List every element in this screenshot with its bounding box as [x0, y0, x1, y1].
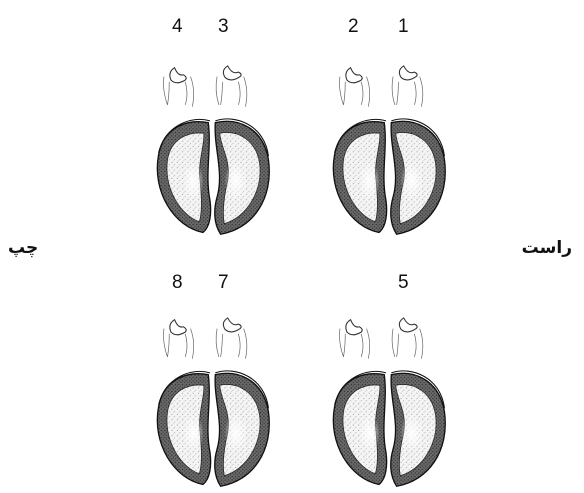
hoof-number-8: 8	[172, 273, 183, 292]
hoof-number-7: 7	[218, 273, 229, 292]
hoof-illustration	[130, 50, 290, 236]
hoof-number-2: 2	[348, 17, 359, 36]
hoof-number-4: 4	[172, 17, 183, 36]
hoof-illustration	[130, 302, 290, 488]
hoof-pair-2-1	[306, 50, 466, 236]
hoof-pair-8-7	[130, 302, 290, 488]
hoof-pair-4-3	[130, 50, 290, 236]
right-side-label: راست	[522, 240, 572, 257]
hoof-number-5: 5	[398, 273, 409, 292]
hoof-number-3: 3	[218, 17, 229, 36]
hoof-pair-5	[306, 302, 466, 488]
left-side-label: چپ	[8, 240, 38, 257]
hoof-number-1: 1	[398, 17, 409, 36]
hoof-illustration	[306, 302, 466, 488]
hoof-illustration	[306, 50, 466, 236]
